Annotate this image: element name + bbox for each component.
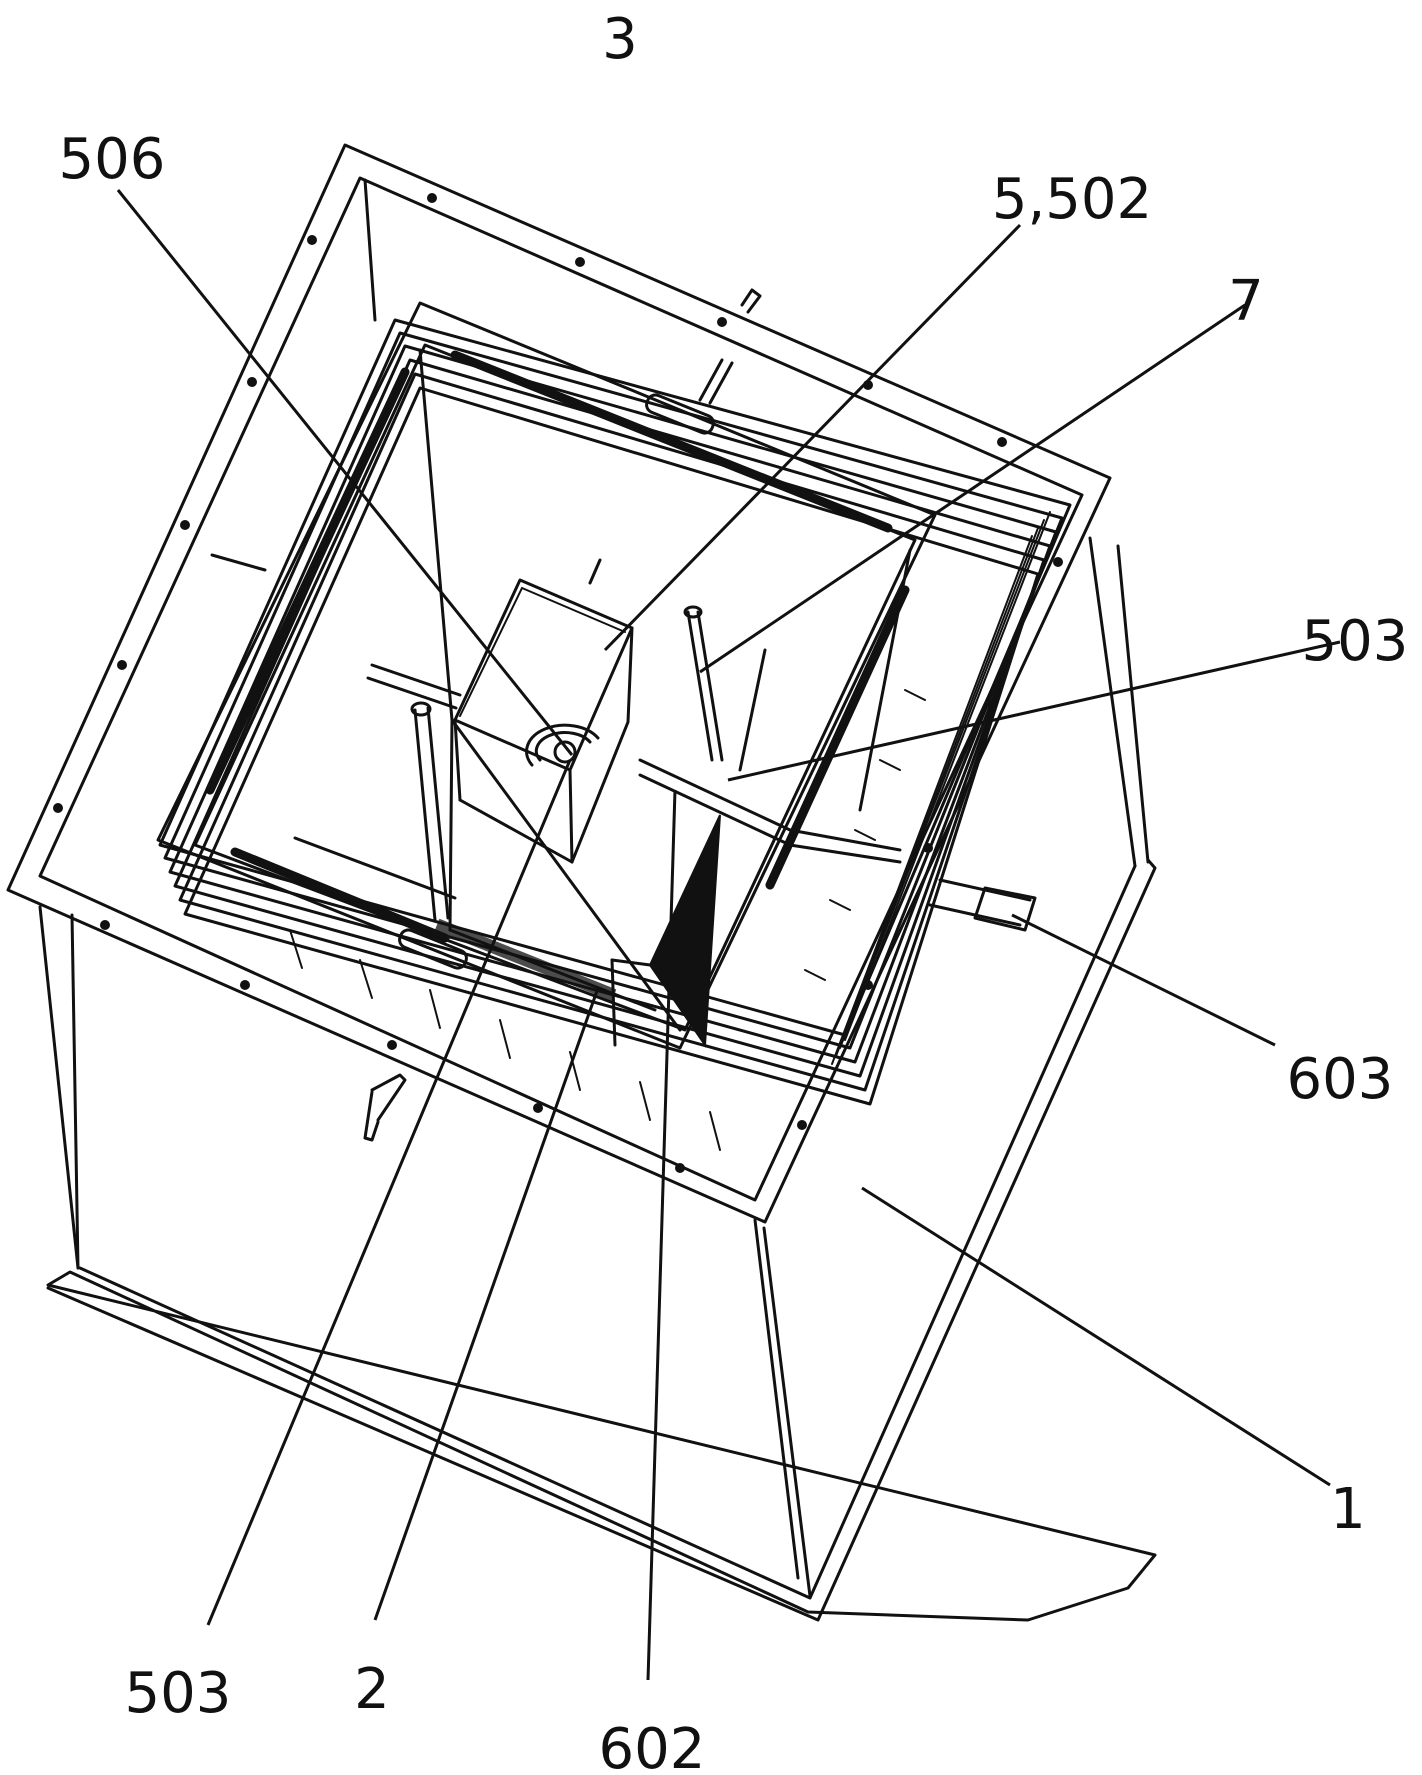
outer-housing [38,178,1157,1622]
central-box [453,578,634,864]
callout-3: 3 [602,7,638,72]
upper-flange [6,143,1112,1224]
callout-603: 603 [1287,1047,1394,1112]
callout-506: 506 [59,127,166,192]
callout-labels: 3 506 5,502 7 503 603 1 503 2 602 [59,7,1409,1775]
inner-tray [156,301,937,1050]
callout-503-right: 503 [1302,609,1409,674]
callout-503-bottom: 503 [125,1661,232,1726]
rods [210,288,1037,1142]
callout-602: 602 [599,1717,706,1775]
callout-7: 7 [1228,269,1264,334]
mesh-wedge [434,814,721,1048]
leader-lines [116,189,1341,1681]
callout-5-502: 5,502 [992,167,1152,232]
callout-2: 2 [354,1657,390,1722]
callout-1: 1 [1330,1477,1366,1542]
